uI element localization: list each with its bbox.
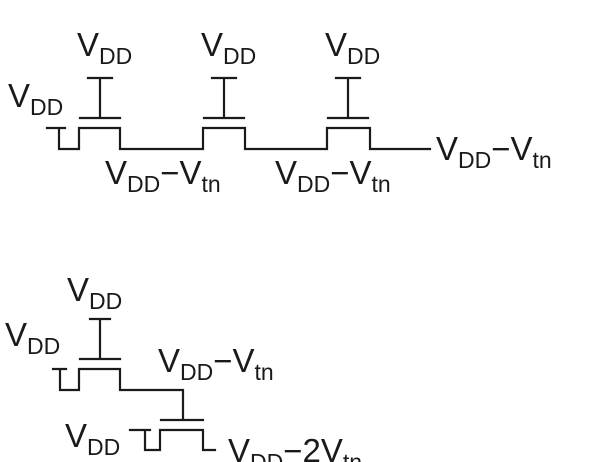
transistor-2 (128, 418, 217, 452)
gate-label-3: VDD (325, 26, 380, 69)
input-label: VDD (5, 316, 60, 359)
output-label: VDD−Vtn (436, 130, 552, 173)
transistor-1 (78, 317, 122, 361)
output-label: VDD−2Vtn (228, 432, 362, 462)
node-label: VDD−Vtn (158, 342, 274, 385)
top-circuit: VDD VDD VDD VDD VDD−Vtn VDD−Vtn VDD−Vtn (8, 26, 552, 197)
bottom-circuit: VDD VDD VDD−Vtn VDD VDD−2Vtn (5, 271, 362, 462)
gate-label-2: VDD (201, 26, 256, 69)
gate-label: VDD (67, 271, 122, 314)
transistor-3 (326, 76, 370, 120)
wires (51, 367, 185, 420)
input-label: VDD (8, 77, 63, 120)
input-terminal (45, 126, 432, 151)
gate-label-1: VDD (77, 26, 132, 69)
transistor-1 (78, 76, 122, 120)
node-label-1: VDD−Vtn (105, 154, 221, 197)
node-label-2: VDD−Vtn (275, 154, 391, 197)
transistor-2 (202, 76, 246, 120)
second-input-label: VDD (65, 417, 120, 460)
